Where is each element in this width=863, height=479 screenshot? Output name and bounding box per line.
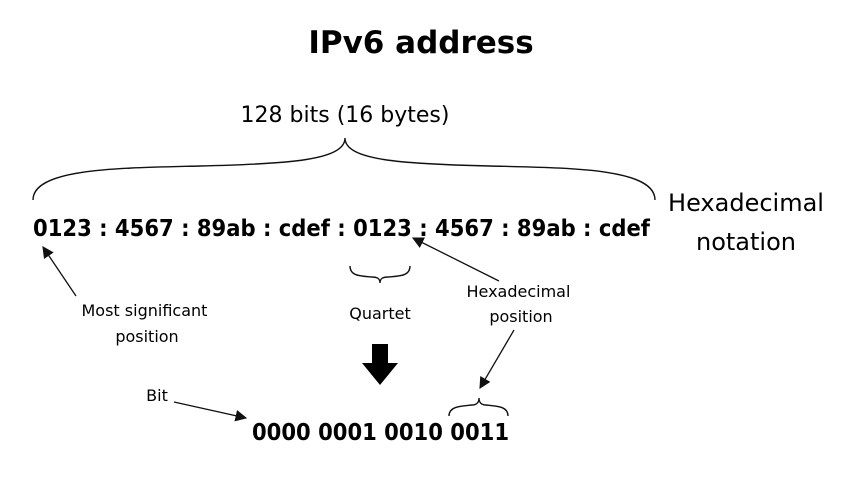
diagram-title: IPv6 address: [308, 25, 533, 61]
bit-arrow: [173, 401, 248, 422]
hex-position-arrow-down: [479, 329, 515, 390]
binary-group-brace: [448, 397, 509, 417]
binary-quartet: 0000 0001 0010 0011: [252, 420, 509, 446]
ipv6-address-hex: 0123 : 4567 : 89ab : cdef : 0123 : 4567 …: [33, 216, 651, 242]
hexadecimal-notation-line2: notation: [696, 228, 796, 256]
most-significant-line1: Most significant: [82, 301, 208, 320]
most-significant-label: Most significant position: [82, 301, 213, 346]
conversion-down-arrow: [362, 344, 398, 385]
hexadecimal-notation-line1: Hexadecimal: [668, 189, 824, 217]
hexadecimal-notation-label: Hexadecimal: [668, 189, 824, 217]
hexadecimal-notation-label-2: notation: [696, 228, 796, 256]
most-significant-arrow: [42, 246, 77, 297]
hex-position-arrow-up: [411, 237, 500, 282]
hex-position-line1: Hexadecimal: [466, 282, 570, 301]
address-brace: [32, 137, 656, 201]
hex-position-line2: position: [489, 307, 552, 326]
bit-label: Bit: [146, 386, 168, 405]
quartet-label: Quartet: [349, 304, 411, 323]
bit-size-label: 128 bits (16 bytes): [241, 103, 450, 128]
most-significant-line2: position: [115, 327, 178, 346]
quartet-brace: [349, 265, 411, 284]
hex-position-label: Hexadecimal position: [466, 282, 575, 326]
